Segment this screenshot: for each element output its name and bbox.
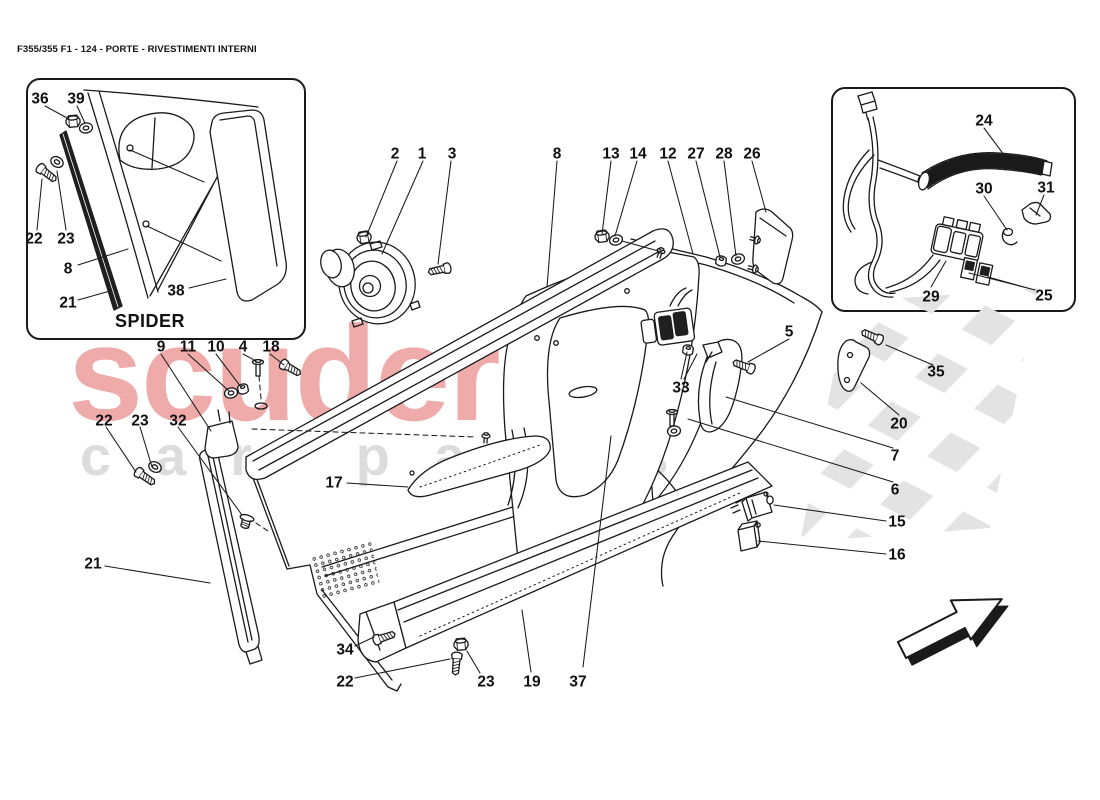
speaker-illustration bbox=[320, 240, 421, 328]
callout-10: 10 bbox=[207, 339, 224, 356]
callout-23: 23 bbox=[477, 674, 495, 691]
armrest-pad bbox=[407, 427, 551, 509]
callout-26: 26 bbox=[743, 146, 761, 163]
callout-15: 15 bbox=[888, 514, 906, 531]
callout-27: 27 bbox=[687, 146, 704, 163]
callout-22: 22 bbox=[336, 674, 353, 691]
callout-11: 11 bbox=[180, 339, 197, 356]
assembly-guides bbox=[251, 375, 477, 532]
callout-16: 16 bbox=[888, 547, 906, 564]
callout-3: 3 bbox=[448, 146, 457, 163]
striker-block bbox=[737, 520, 761, 552]
callout-23: 23 bbox=[57, 231, 75, 248]
callout-19: 19 bbox=[523, 674, 541, 691]
pillar-trim-strip bbox=[198, 445, 263, 665]
callout-17: 17 bbox=[325, 475, 342, 492]
latch-switch bbox=[730, 491, 774, 522]
callout-36: 36 bbox=[31, 91, 49, 108]
leader-lines bbox=[36, 105, 1045, 679]
corner-bracket bbox=[204, 409, 239, 459]
callout-18: 18 bbox=[262, 339, 280, 356]
callout-29: 29 bbox=[922, 289, 940, 306]
callout-24: 24 bbox=[975, 113, 993, 130]
upper-rail-trim bbox=[245, 228, 674, 481]
callout-6: 6 bbox=[891, 482, 900, 499]
callout-28: 28 bbox=[715, 146, 733, 163]
spider-variant-label: SPIDER bbox=[104, 311, 196, 332]
callout-8: 8 bbox=[553, 146, 562, 163]
callout-20: 20 bbox=[890, 416, 907, 433]
callout-22: 22 bbox=[95, 413, 112, 430]
mounting-plate-26 bbox=[752, 208, 794, 285]
callout-1: 1 bbox=[418, 146, 427, 163]
callout-8: 8 bbox=[64, 261, 73, 278]
callout-21: 21 bbox=[84, 556, 102, 573]
callout-13: 13 bbox=[602, 146, 620, 163]
callout-30: 30 bbox=[975, 181, 992, 198]
callout-2: 2 bbox=[391, 146, 400, 163]
callout-33: 33 bbox=[672, 380, 690, 397]
callout-21: 21 bbox=[59, 295, 77, 312]
door-pull-handle bbox=[697, 338, 743, 433]
callout-12: 12 bbox=[659, 146, 676, 163]
callout-9: 9 bbox=[157, 339, 166, 356]
page-title: F355/355 F1 - 124 - PORTE - RIVESTIMENTI… bbox=[17, 44, 257, 55]
speaker-grille-perforation bbox=[312, 542, 380, 599]
direction-arrow-icon bbox=[896, 598, 1009, 666]
callout-39: 39 bbox=[67, 91, 85, 108]
callout-32: 32 bbox=[169, 413, 186, 430]
callout-35: 35 bbox=[927, 364, 945, 381]
callout-37: 37 bbox=[569, 674, 586, 691]
callout-38: 38 bbox=[167, 283, 185, 300]
callout-31: 31 bbox=[1037, 180, 1055, 197]
callout-14: 14 bbox=[629, 146, 647, 163]
sill-trim bbox=[357, 461, 773, 663]
window-switch-bezel bbox=[640, 307, 696, 346]
callout-22: 22 bbox=[25, 231, 42, 248]
callout-5: 5 bbox=[785, 324, 794, 341]
harness-inset-art bbox=[842, 91, 1053, 298]
callout-25: 25 bbox=[1035, 288, 1053, 305]
pivot-hardware bbox=[702, 341, 723, 363]
mounting-plate-20 bbox=[837, 339, 871, 392]
callout-4: 4 bbox=[239, 339, 248, 356]
checker-flag-watermark bbox=[800, 288, 1038, 542]
callout-34: 34 bbox=[336, 642, 354, 659]
spider-inset-art bbox=[33, 89, 287, 311]
callout-7: 7 bbox=[891, 448, 900, 465]
callout-23: 23 bbox=[131, 413, 149, 430]
spider-variant-inset-box bbox=[26, 78, 306, 340]
